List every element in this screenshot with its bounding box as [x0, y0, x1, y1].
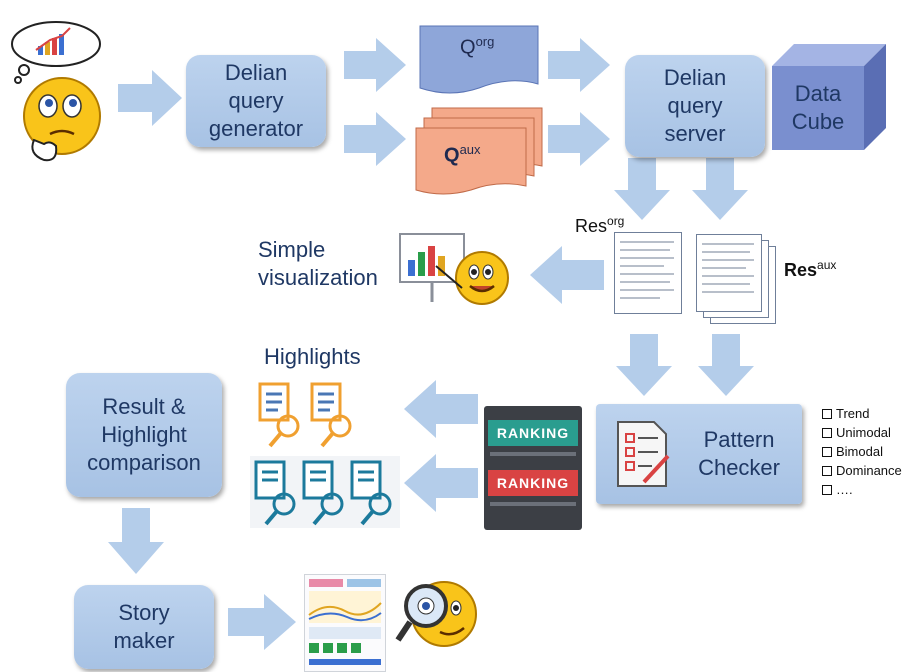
highlight-docs-orange	[252, 378, 362, 454]
arrow-q-org-to-server	[548, 38, 610, 92]
arrow-q-aux-to-server	[548, 112, 610, 166]
result-comparison-box: Result & Highlight comparison	[66, 373, 222, 497]
arrow-to-q-aux	[344, 112, 406, 166]
q-org-document	[419, 25, 539, 94]
chart-bubble-icon	[11, 21, 101, 84]
res-org-document	[614, 232, 682, 314]
arrow-to-generator	[118, 70, 182, 126]
highlight-docs-blue	[250, 456, 400, 528]
story-maker-box: Story maker	[74, 585, 214, 669]
pattern-type-item: ….	[822, 480, 902, 499]
ranking-separator	[490, 502, 576, 506]
arrow-res-aux-to-checker	[698, 334, 754, 396]
data-cube-label: Data Cube	[791, 81, 845, 134]
dashboard-thumbnail-icon	[304, 574, 386, 672]
arrow-ranking-top-to-highlights	[404, 380, 478, 438]
q-aux-label: Qaux	[444, 142, 481, 167]
arrow-to-q-org	[344, 38, 406, 92]
simple-visualization-label: Simple visualization	[258, 237, 378, 290]
ranking-separator	[490, 452, 576, 456]
arrow-ranking-bottom-to-highlights	[404, 454, 478, 512]
q-aux-documents	[415, 107, 543, 195]
ranking-banner-top: RANKING	[488, 420, 578, 446]
thinking-smiley-icon	[11, 21, 101, 162]
highlights-label: Highlights	[264, 344, 361, 369]
arrow-comparison-to-story	[108, 508, 164, 574]
arrow-server-to-res-aux	[692, 158, 748, 220]
pattern-type-item: Dominance	[822, 461, 902, 480]
pattern-checker-label: Pattern Checker	[698, 427, 780, 480]
result-comparison-label: Result & Highlight comparison	[87, 394, 201, 475]
arrow-server-to-res-org	[614, 158, 670, 220]
query-generator-label: Delian query generator	[208, 60, 304, 141]
presenting-smiley-icon	[399, 233, 509, 305]
arrow-story-to-output	[228, 594, 296, 650]
data-cube	[772, 44, 886, 150]
pattern-type-item: Bimodal	[822, 442, 902, 461]
ranking-banner-bottom: RANKING	[488, 470, 578, 496]
query-generator-box: Delian query generator	[186, 55, 326, 147]
query-server-box: Delian query server	[625, 55, 765, 157]
pattern-type-item: Trend	[822, 404, 902, 423]
highlight-doc-icon	[302, 460, 344, 526]
highlight-doc-icon	[254, 460, 296, 526]
highlight-doc-icon	[310, 382, 352, 448]
arrow-res-to-visualization	[530, 246, 604, 304]
res-aux-label: Resaux	[784, 258, 837, 280]
magnifier-smiley-icon	[395, 581, 477, 647]
story-maker-label: Story maker	[113, 600, 175, 653]
pattern-type-item: Unimodal	[822, 423, 902, 442]
query-server-label: Delian query server	[663, 65, 727, 146]
q-org-label: Qorg	[460, 34, 495, 59]
highlight-doc-icon	[258, 382, 300, 448]
res-aux-document-1	[696, 234, 762, 312]
ranking-panel: RANKING RANKING	[484, 406, 582, 530]
pattern-type-list: Trend Unimodal Bimodal Dominance ….	[822, 404, 902, 499]
arrow-res-org-to-checker	[616, 334, 672, 396]
highlight-doc-icon	[350, 460, 392, 526]
res-org-label: Resorg	[575, 214, 625, 236]
pattern-checklist-icon	[617, 421, 670, 487]
